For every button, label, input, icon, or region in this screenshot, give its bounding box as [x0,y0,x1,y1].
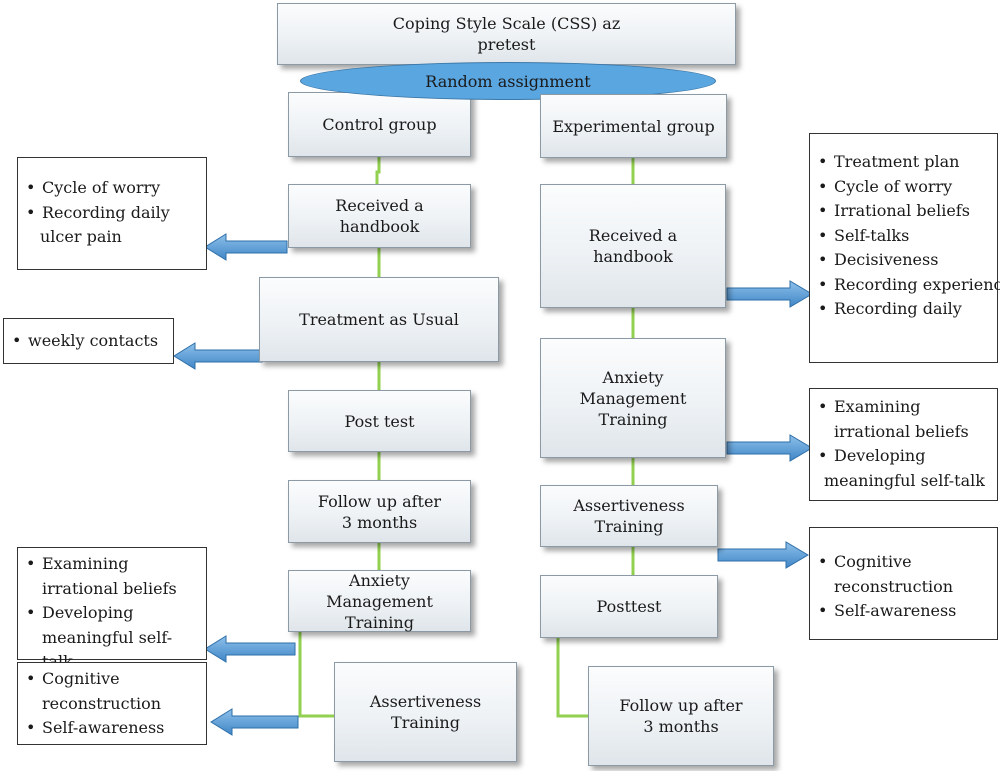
exp-follow-up-box: Follow up after 3 months [588,666,774,766]
control-anxiety-line2: Training [345,612,414,632]
note-continuation: ulcer pain [40,227,122,246]
note-exp-anxiety: Examining irrational beliefs Developing … [809,388,998,501]
control-follow-up-line2: 3 months [341,512,418,532]
exp-anxiety-line1: Anxiety Management [579,367,687,408]
note-item: Decisiveness [818,248,991,273]
note-item: Recording experiences [818,273,1000,298]
exp-assertiveness-box: Assertiveness Training [540,485,718,547]
note-item: Cycle of worry [818,175,991,200]
control-post-test-box: Post test [288,390,471,452]
exp-anxiety-line2: Training [598,409,668,429]
arrow-left-icon [173,342,263,370]
exp-handbook-box: Received a handbook [540,184,726,308]
connector-control-6 [298,630,334,718]
note-continuation: meaningful self-talk [824,470,985,490]
random-assignment-ellipse: Random assignment [300,62,716,100]
control-follow-up-box: Follow up after 3 months [288,480,471,543]
note-item: Developing [26,601,200,626]
arrow-left-icon [210,708,299,736]
exp-handbook-line2: handbook [593,247,673,266]
note-item: Recording daily [818,297,991,322]
control-anxiety-box: Anxiety Management Training [288,570,471,632]
random-assignment-label: Random assignment [425,71,591,91]
note-continuation: irrational beliefs [42,578,177,598]
note-control-handbook: Cycle of worry Recording daily ulcer pai… [17,157,207,270]
exp-posttest-box: Posttest [540,575,718,638]
note-continuation: irrational beliefs [834,421,969,441]
control-treatment-box: Treatment as Usual [259,277,499,362]
exp-assertiveness-line1: Assertiveness [573,496,685,515]
note-item: Self-talks [818,224,991,249]
note-control-assertiveness: Cognitive reconstruction Self-awareness [17,662,207,745]
exp-assertiveness-line2: Training [594,517,664,536]
experimental-group-label: Experimental group [552,116,715,136]
note-item: Developing [818,444,991,469]
arrow-right-icon [726,280,813,308]
note-item: Recording daily [26,201,200,226]
note-continuation: reconstruction [42,693,162,713]
pretest-line1: Coping Style Scale (CSS) az [392,14,621,33]
note-exp-assertiveness: Cognitive reconstruction Self-awareness [809,527,998,640]
exp-anxiety-box: Anxiety Management Training [540,338,726,458]
arrow-left-icon [204,635,296,663]
note-item: Examining [26,552,200,577]
control-post-test-label: Post test [344,411,415,431]
experimental-group-box: Experimental group [540,94,727,158]
control-treatment-label: Treatment as Usual [299,310,459,329]
note-item: Self-awareness [26,716,200,741]
exp-follow-up-line1: Follow up after [619,696,743,715]
control-assertiveness-line2: Training [391,713,460,732]
control-assertiveness-line1: Assertiveness [369,692,482,711]
connector-exp-5 [556,638,588,718]
control-handbook-box: Received a handbook [288,184,471,248]
control-handbook-label: Received a handbook [335,196,424,236]
exp-follow-up-line2: 3 months [643,717,719,736]
note-item: weekly contacts [12,329,167,354]
pretest-box: Coping Style Scale (CSS) az pretest [277,3,736,65]
note-item: Cycle of worry [26,176,200,201]
control-assertiveness-box: Assertiveness Training [334,662,517,762]
control-anxiety-line1: Anxiety Management [326,570,433,611]
note-control-treatment: weekly contacts [3,318,174,364]
arrow-right-icon [717,541,809,569]
pretest-line2: pretest [477,35,536,54]
control-follow-up-line1: Follow up after [317,491,442,511]
note-item: Irrational beliefs [818,199,991,224]
connector-control-1 [375,157,381,184]
note-item: Cognitive [26,667,200,692]
note-control-anxiety: Examining irrational beliefs Developing … [17,547,207,671]
exp-posttest-label: Posttest [596,597,662,616]
arrow-right-icon [726,434,813,462]
control-group-box: Control group [288,92,471,157]
note-item: Examining [818,395,991,420]
note-item: Treatment plan [818,150,991,175]
note-item: Cognitive [818,550,991,575]
note-exp-handbook: Treatment plan Cycle of worry Irrational… [809,133,1000,363]
arrow-left-icon [204,233,288,261]
exp-handbook-line1: Received a [588,226,678,245]
note-continuation: reconstruction [834,576,954,596]
control-group-label: Control group [322,115,437,134]
note-item: Self-awareness [818,599,991,624]
